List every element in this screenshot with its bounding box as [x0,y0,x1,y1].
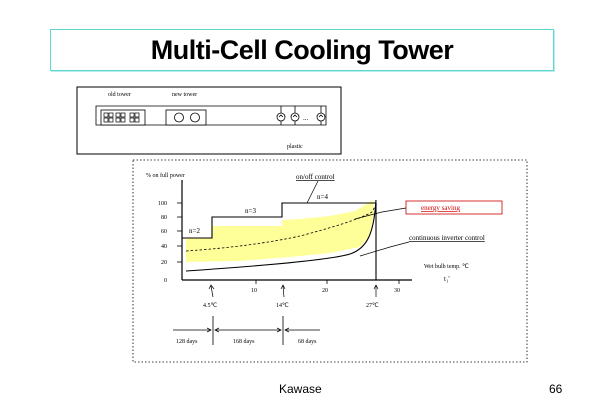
on-off-pointer [306,180,319,204]
x-ticks [255,280,400,284]
pump-ellipsis: ... [303,114,309,122]
slide-title: Multi-Cell Cooling Tower [150,34,454,65]
energy-saving-label: energy saving [421,204,460,212]
continuous-label: continuous inverter control [409,234,485,242]
graph-frame [132,159,528,363]
energy-saving-box [405,200,503,215]
new-tower-unit [165,109,207,126]
day-span-arrows [173,327,320,333]
operating-region-fill [186,200,374,262]
graph: 100 80 60 40 20 0 10 20 30 % on full pow… [146,172,503,345]
continuous-pointer [359,241,410,257]
pump-icons [276,106,326,125]
on-off-label: on/off control [296,173,335,181]
breakpoint-label: 27℃ [366,303,379,309]
new-tower-fan-2 [190,112,200,123]
n3-label: n=3 [245,207,256,215]
title-box: Multi-Cell Cooling Tower [50,29,554,71]
plastic-label: plastic [287,144,303,150]
breakpoint-label: 14℃ [276,303,289,309]
old-tower-label: old tower [108,92,131,98]
breakpoint-arrows [208,284,379,298]
energy-saving-pointer [354,207,407,220]
day-range-label: 68 days [298,339,317,345]
new-tower-fan-1 [174,112,184,123]
ytick-label: 20 [161,260,167,266]
n4-label: n=4 [317,193,328,201]
ytick-label: 100 [158,201,167,207]
x-axis-label: Wet bulb temp. ℃ [424,264,469,270]
day-range-label: 128 days [176,339,198,345]
xtick-label: 10 [251,288,257,294]
inverter-curve [185,199,377,272]
xtick-label: 20 [322,288,328,294]
old-tower-fans [103,112,140,123]
ytick-label: 80 [161,215,167,221]
breakpoint-label: 4.5℃ [203,303,218,309]
day-span-separators [212,316,284,345]
ytick-label: 0 [164,278,167,284]
old-tower-unit [100,109,146,126]
pipe-loop [95,105,327,126]
x-symbol: t₁' [444,275,450,283]
footer-author: Kawase [279,382,322,396]
xtick-label: 30 [394,288,400,294]
tower-schematic: old tower new tower [76,86,342,155]
n2-label: n=2 [189,227,200,235]
ytick-label: 40 [161,244,167,250]
y-axis-label: % on full power [146,172,185,179]
y-ticks [177,202,182,263]
page-number: 66 [549,382,563,396]
ytick-label: 60 [161,229,167,235]
new-tower-label: new tower [172,92,197,98]
day-range-label: 168 days [233,339,255,345]
